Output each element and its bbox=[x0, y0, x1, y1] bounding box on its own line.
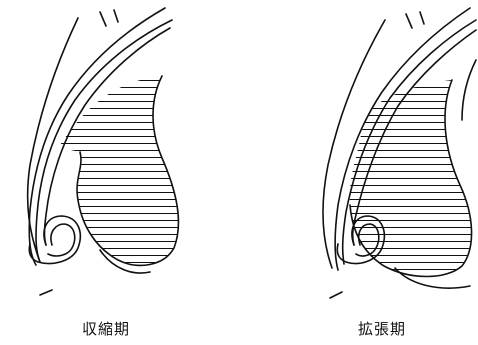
chamber-hatch-right bbox=[350, 80, 472, 277]
top-strokes-r bbox=[406, 12, 424, 28]
right-edge-curve bbox=[462, 60, 476, 120]
caption-systole: 収縮期 bbox=[82, 318, 130, 339]
chamber-hatch-left bbox=[60, 76, 178, 265]
top-strokes bbox=[100, 10, 118, 26]
caption-diastole: 拡張期 bbox=[358, 318, 406, 339]
tick-mark bbox=[40, 290, 52, 295]
panel-systole bbox=[28, 8, 179, 295]
tube-loop-inner bbox=[48, 224, 75, 256]
panel-diastole bbox=[323, 8, 476, 298]
tick-mark-r bbox=[330, 292, 342, 298]
